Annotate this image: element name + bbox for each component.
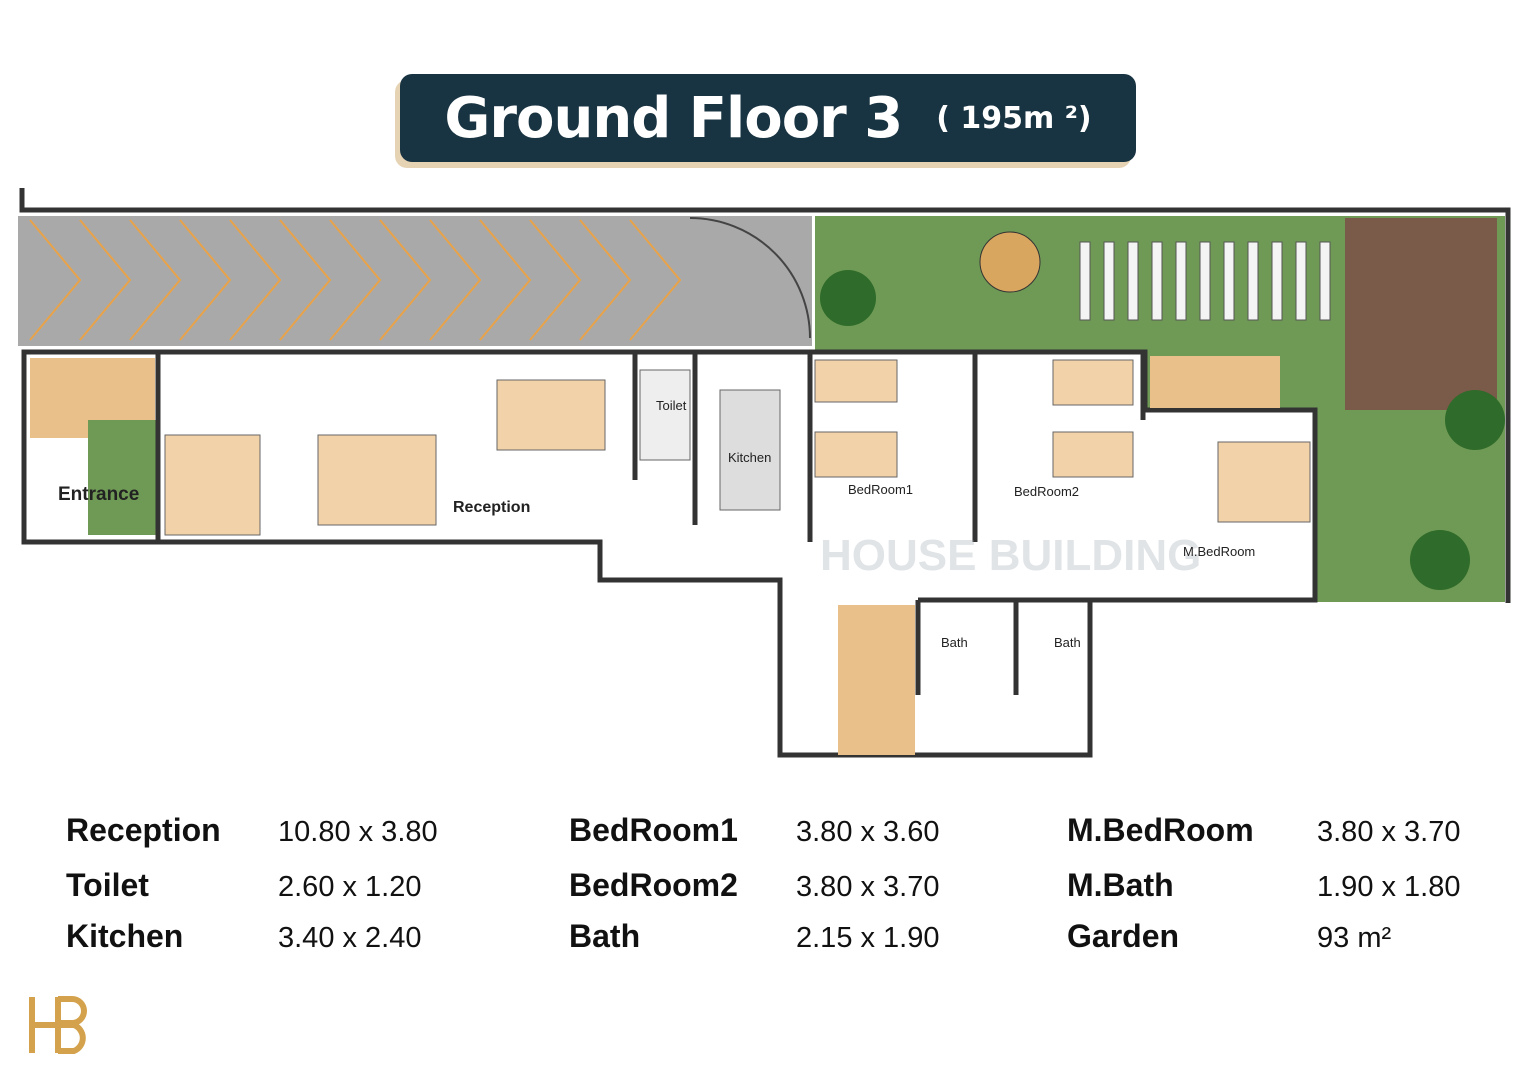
room-size: 93 m² <box>1317 922 1392 954</box>
room-size: 2.15 x 1.90 <box>796 922 940 954</box>
room-name: Kitchen <box>66 918 184 954</box>
room-name: M.Bath <box>1067 867 1174 903</box>
building <box>21 349 1318 758</box>
gate-swing <box>689 217 811 339</box>
room-size: 1.90 x 1.80 <box>1317 871 1461 903</box>
room-name: Bath <box>569 918 641 954</box>
room-name: M.BedRoom <box>1067 812 1254 848</box>
room-name: BedRoom2 <box>569 867 738 903</box>
room-size: 3.40 x 2.40 <box>278 922 422 954</box>
label-bedroom1: BedRoom1 <box>848 482 913 497</box>
room-name: Toilet <box>66 867 149 903</box>
room-size: 2.60 x 1.20 <box>278 871 422 903</box>
room-size: 3.80 x 3.70 <box>1317 816 1461 848</box>
floor-title: Ground Floor 3 <box>444 85 903 151</box>
label-reception: Reception <box>453 499 530 516</box>
floor-plan: HOUSE BUILDING Entrance Reception Toilet… <box>18 188 1511 758</box>
room-name: Garden <box>1067 918 1180 954</box>
room-name: Reception <box>66 812 221 848</box>
room-name: BedRoom1 <box>569 812 738 848</box>
title-banner: Ground Floor 3 ( 195m ²) <box>400 74 1136 162</box>
site-boundary <box>19 188 1511 603</box>
label-bath2: Bath <box>1054 635 1081 650</box>
room-size: 10.80 x 3.80 <box>278 816 438 848</box>
label-bedroom2: BedRoom2 <box>1014 484 1079 499</box>
garden-table <box>979 231 1041 293</box>
label-mbedroom: M.BedRoom <box>1183 544 1255 559</box>
room-size: 3.80 x 3.70 <box>796 871 940 903</box>
label-toilet: Toilet <box>656 398 687 413</box>
label-kitchen: Kitchen <box>728 450 771 465</box>
pergola-slats <box>1079 241 1331 321</box>
label-entrance: Entrance <box>58 484 139 505</box>
label-bath1: Bath <box>941 635 968 650</box>
deck <box>1345 218 1497 410</box>
watermark: HOUSE BUILDING <box>820 531 1201 580</box>
house-building-logo <box>29 996 87 1054</box>
floor-area: ( 195m ²) <box>936 100 1092 136</box>
parking-area <box>18 216 812 346</box>
room-size: 3.80 x 3.60 <box>796 816 940 848</box>
parking-markings <box>29 219 682 341</box>
